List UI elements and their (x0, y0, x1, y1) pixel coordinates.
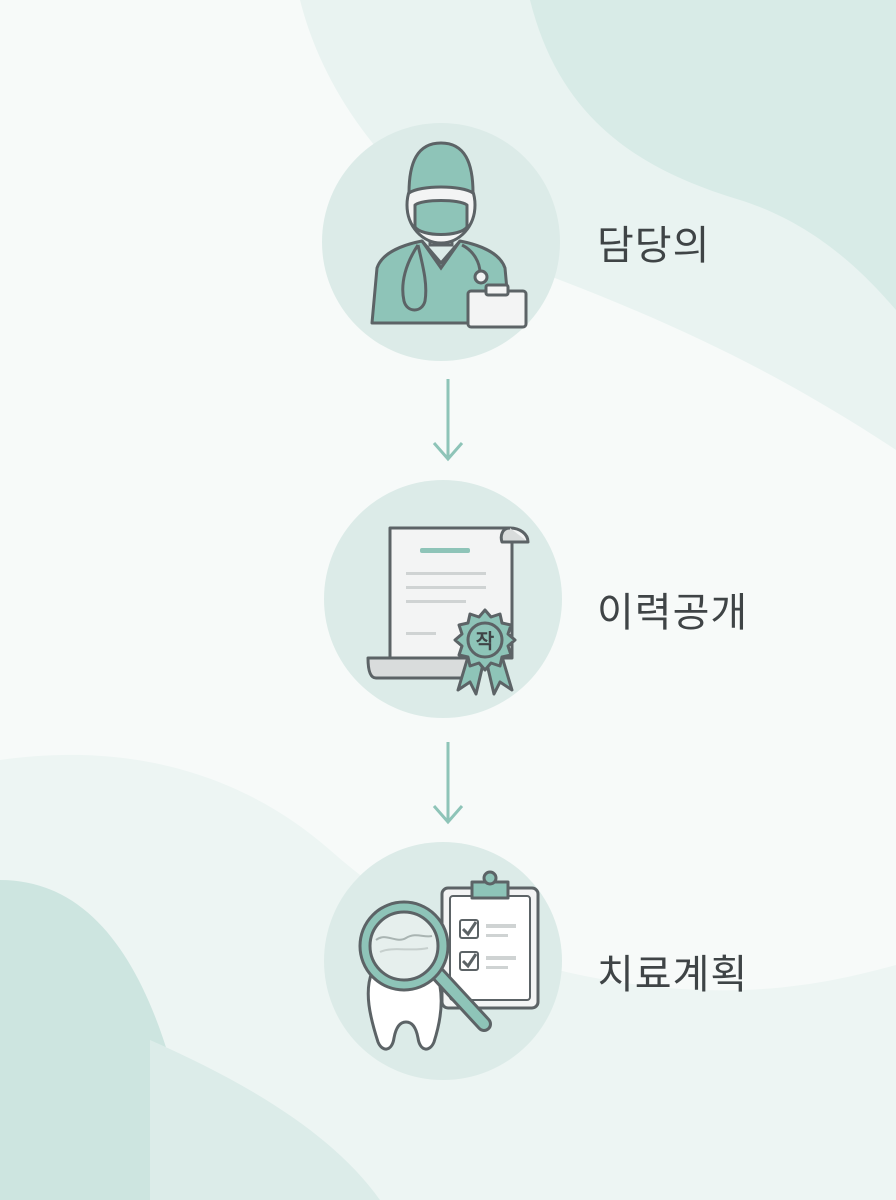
step-3-label: 치료계획 (597, 952, 749, 998)
arrow-down-icon (432, 379, 464, 462)
dental-plan-icon (358, 870, 540, 1051)
step-2-label: 이력공개 (597, 590, 749, 636)
step-3-circle (324, 842, 562, 1080)
certificate-icon: 작 (366, 526, 530, 696)
seal-badge-text: 작 (476, 629, 495, 653)
step-1-label: 담당의 (597, 223, 711, 269)
step-2-circle: 작 (324, 480, 562, 718)
arrow-down-icon (432, 742, 464, 825)
doctor-icon (370, 141, 528, 329)
step-1-circle (322, 123, 560, 361)
